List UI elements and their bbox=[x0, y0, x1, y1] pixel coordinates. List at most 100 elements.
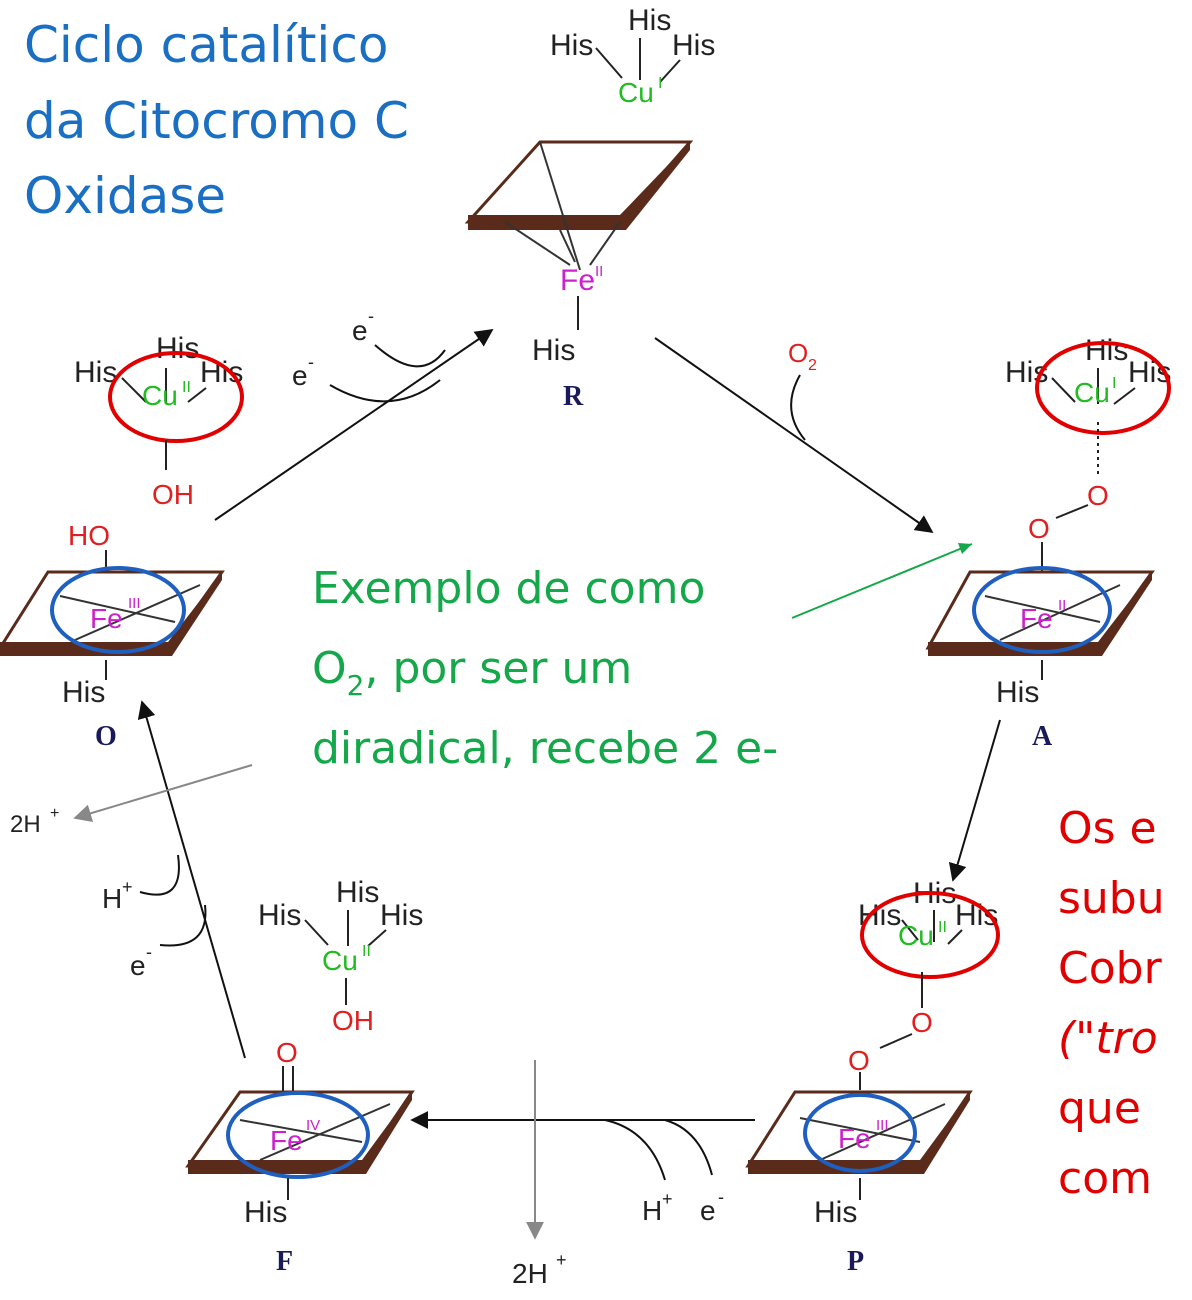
diagram-title: Ciclo catalítico da Citocromo C Oxidase bbox=[24, 16, 409, 225]
svg-text:His: His bbox=[336, 876, 379, 909]
svg-text:Fe: Fe bbox=[1020, 603, 1053, 634]
svg-text:Cobr: Cobr bbox=[1058, 943, 1163, 994]
proton-output-p-f: 2H + bbox=[512, 1060, 567, 1289]
svg-text:-: - bbox=[368, 306, 374, 326]
svg-text:II: II bbox=[595, 263, 603, 280]
svg-text:His: His bbox=[380, 899, 423, 932]
copper-highlight-ring bbox=[108, 351, 244, 443]
svg-text:O: O bbox=[848, 1045, 870, 1076]
proton-electron-input-p-f: H + e - bbox=[604, 1119, 724, 1226]
state-label-f: F bbox=[276, 1246, 293, 1277]
svg-text:Cu: Cu bbox=[898, 920, 934, 951]
svg-text:-: - bbox=[308, 352, 314, 372]
svg-text:O2, por ser um: O2, por ser um bbox=[312, 643, 632, 702]
svg-text:His: His bbox=[1085, 334, 1128, 367]
svg-text:da Citocromo C: da Citocromo C bbox=[24, 92, 409, 150]
svg-text:II: II bbox=[362, 943, 371, 960]
svg-text:O: O bbox=[788, 338, 808, 368]
svg-text:H: H bbox=[642, 1195, 662, 1226]
iron-highlight-ring bbox=[226, 1091, 370, 1179]
svg-text:O: O bbox=[911, 1007, 933, 1038]
svg-text:HO: HO bbox=[68, 520, 110, 551]
oxygen-input: O 2 bbox=[788, 338, 817, 441]
svg-text:His: His bbox=[532, 334, 575, 367]
svg-text:His: His bbox=[200, 356, 243, 389]
proton-electron-input-f-o: H + e - bbox=[102, 854, 207, 981]
svg-text:("tro: ("tro bbox=[1058, 1013, 1158, 1064]
svg-text:+: + bbox=[662, 1189, 673, 1209]
svg-text:Ciclo catalítico: Ciclo catalítico bbox=[24, 16, 388, 74]
proton-output-f-o: 2H + bbox=[10, 764, 253, 838]
arrow-f-to-o bbox=[137, 700, 246, 1059]
o2-diradical-note: Exemplo de como O2, por ser um diradical… bbox=[312, 563, 778, 774]
svg-text:I: I bbox=[1112, 375, 1116, 392]
svg-text:2H: 2H bbox=[512, 1258, 548, 1289]
svg-text:Fe: Fe bbox=[90, 603, 123, 634]
svg-text:Oxidase: Oxidase bbox=[24, 167, 226, 225]
svg-text:com: com bbox=[1058, 1153, 1152, 1204]
svg-text:His: His bbox=[244, 1196, 287, 1229]
svg-text:OH: OH bbox=[152, 479, 194, 510]
svg-text:Os e: Os e bbox=[1058, 803, 1157, 854]
copper-highlight-ring bbox=[860, 891, 1000, 979]
state-o: His His His Cu II OH HO Fe III His O bbox=[0, 332, 244, 752]
state-label-a: A bbox=[1032, 721, 1053, 752]
svg-text:II: II bbox=[182, 379, 191, 396]
state-label-p: P bbox=[847, 1246, 864, 1277]
state-label-r: R bbox=[563, 381, 584, 412]
svg-text:+: + bbox=[556, 1250, 567, 1270]
svg-text:+: + bbox=[122, 877, 133, 897]
arrow-a-to-p bbox=[948, 719, 1001, 882]
svg-text:IV: IV bbox=[306, 1117, 320, 1134]
state-r: His His His Cu I Fe II His R bbox=[464, 4, 715, 412]
svg-text:Cu: Cu bbox=[322, 945, 358, 976]
svg-text:Fe: Fe bbox=[838, 1123, 871, 1154]
svg-text:2H: 2H bbox=[10, 811, 41, 838]
svg-text:III: III bbox=[876, 1117, 889, 1134]
svg-text:Cu: Cu bbox=[1074, 377, 1110, 408]
svg-text:que: que bbox=[1058, 1083, 1141, 1134]
svg-text:II: II bbox=[1058, 597, 1066, 614]
svg-text:+: + bbox=[50, 805, 59, 822]
svg-text:Exemplo de como: Exemplo de como bbox=[312, 563, 705, 614]
state-p: His His His Cu II O O Fe III His P bbox=[745, 877, 1000, 1277]
state-f: His His His Cu II OH O Fe IV His F bbox=[185, 876, 423, 1277]
copper-note: Os e subu Cobr ("tro que com bbox=[1058, 803, 1165, 1204]
svg-text:2: 2 bbox=[808, 357, 817, 374]
svg-text:His: His bbox=[814, 1196, 857, 1229]
svg-text:OH: OH bbox=[332, 1005, 374, 1036]
copper-highlight-ring bbox=[1035, 341, 1171, 435]
svg-text:diradical, recebe 2 e-: diradical, recebe 2 e- bbox=[312, 723, 778, 774]
arrow-o-to-r bbox=[214, 328, 494, 521]
svg-text:III: III bbox=[128, 595, 141, 612]
svg-text:O: O bbox=[276, 1037, 298, 1068]
svg-text:O: O bbox=[1087, 480, 1109, 511]
iron-highlight-ring bbox=[50, 566, 186, 654]
svg-text:Fe: Fe bbox=[270, 1125, 303, 1156]
electron-input-o-r: e - e - bbox=[292, 306, 446, 403]
svg-text:Cu: Cu bbox=[142, 380, 178, 411]
iron-highlight-ring bbox=[803, 1093, 917, 1173]
svg-text:e: e bbox=[130, 950, 146, 981]
arrow-r-to-a bbox=[654, 337, 934, 534]
state-label-o: O bbox=[95, 721, 117, 752]
svg-text:-: - bbox=[146, 942, 152, 962]
svg-text:His: His bbox=[550, 29, 593, 62]
note-pointer-line bbox=[791, 543, 973, 619]
svg-text:subu: subu bbox=[1058, 873, 1165, 924]
copper-center: Cu bbox=[618, 77, 654, 108]
iron-center: Fe bbox=[560, 264, 595, 297]
svg-text:e: e bbox=[292, 360, 308, 391]
svg-text:I: I bbox=[658, 75, 662, 92]
svg-text:O: O bbox=[1028, 513, 1050, 544]
svg-text:II: II bbox=[938, 919, 947, 936]
svg-text:-: - bbox=[718, 1187, 724, 1207]
svg-text:His: His bbox=[672, 29, 715, 62]
svg-text:e: e bbox=[352, 315, 368, 346]
iron-highlight-ring bbox=[972, 566, 1112, 654]
svg-text:e: e bbox=[700, 1195, 716, 1226]
svg-text:His: His bbox=[628, 4, 671, 37]
svg-text:His: His bbox=[258, 899, 301, 932]
svg-text:H: H bbox=[102, 883, 122, 914]
